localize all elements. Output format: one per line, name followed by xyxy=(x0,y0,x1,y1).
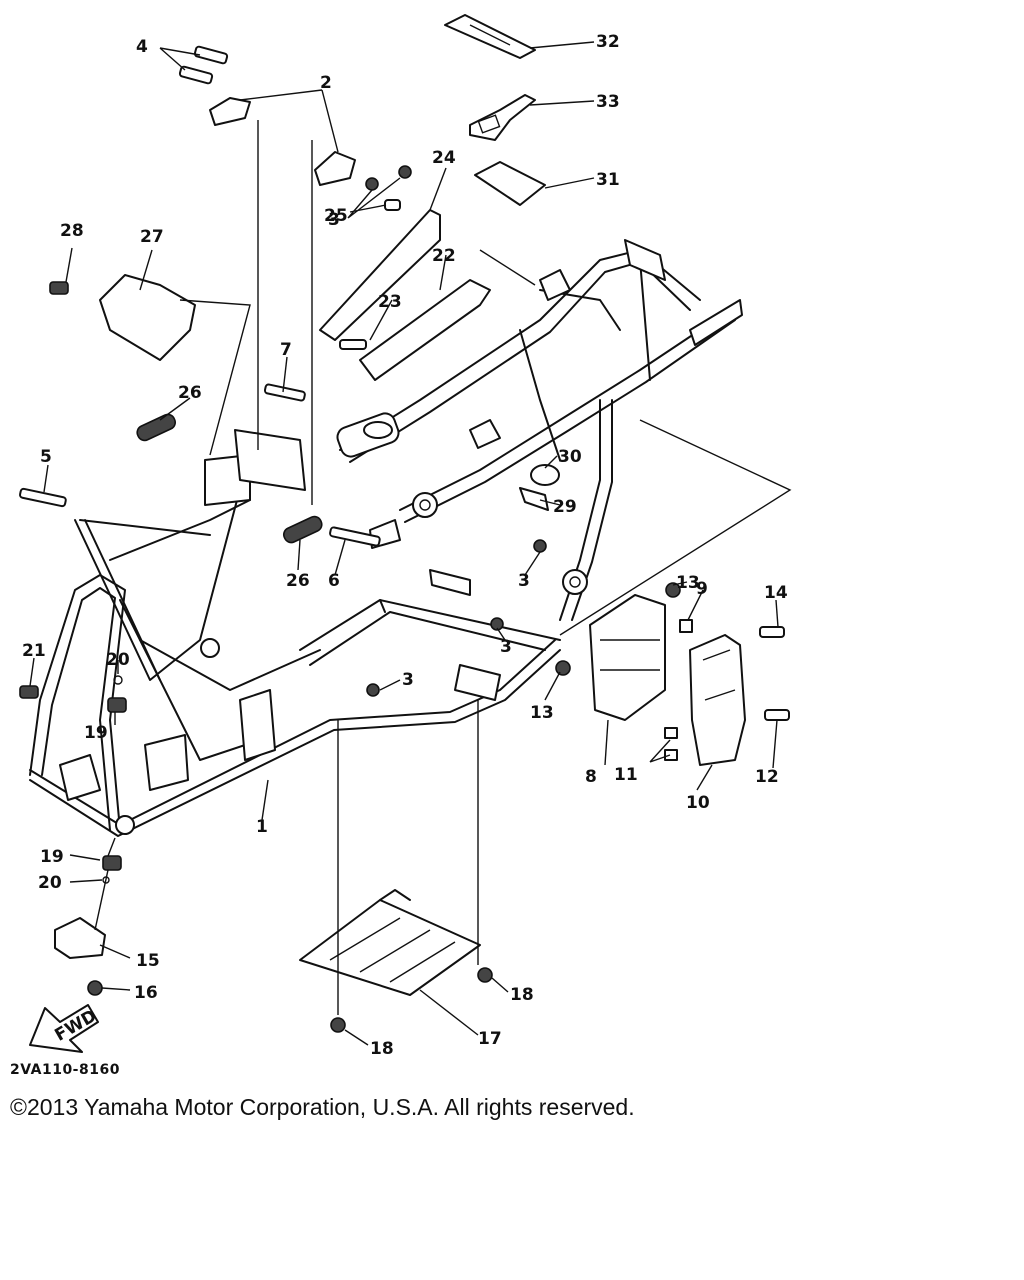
callout-16: 16 xyxy=(134,983,158,1003)
callout-9: 9 xyxy=(696,579,708,599)
callout-6: 6 xyxy=(328,571,340,591)
callout-19: 19 xyxy=(40,847,64,867)
callout-3: 3 xyxy=(500,637,512,657)
callout-14: 14 xyxy=(764,583,788,603)
callout-20: 20 xyxy=(106,650,130,670)
callout-33: 33 xyxy=(596,92,620,112)
callout-18: 18 xyxy=(370,1039,394,1059)
callout-4: 4 xyxy=(136,37,148,57)
callout-15: 15 xyxy=(136,951,160,971)
callout-30: 30 xyxy=(558,447,582,467)
callout-19: 19 xyxy=(84,723,108,743)
fwd-arrow: FWD xyxy=(29,1004,100,1053)
callout-11: 11 xyxy=(614,765,638,785)
callout-26: 26 xyxy=(286,571,310,591)
callout-29: 29 xyxy=(553,497,577,517)
callout-7: 7 xyxy=(280,340,292,360)
callout-25: 25 xyxy=(324,206,348,226)
callout-24: 24 xyxy=(432,148,456,168)
leader-lines xyxy=(29,41,792,1046)
callout-22: 22 xyxy=(432,246,456,266)
callout-32: 32 xyxy=(596,32,620,52)
callout-3: 3 xyxy=(518,571,530,591)
callout-23: 23 xyxy=(378,292,402,312)
frame-exploded-diagram: FWD 4 2 3 32 33 31 24 25 22 23 28 27 7 2… xyxy=(19,14,792,1059)
callout-17: 17 xyxy=(478,1029,502,1049)
callout-labels: 4 2 3 32 33 31 24 25 22 23 28 27 7 26 5 … xyxy=(22,32,788,1059)
callout-5: 5 xyxy=(40,447,52,467)
callout-31: 31 xyxy=(596,170,620,190)
callout-10: 10 xyxy=(686,793,710,813)
callout-21: 21 xyxy=(22,641,46,661)
callout-2: 2 xyxy=(320,73,332,93)
callout-20: 20 xyxy=(38,873,62,893)
callout-3: 3 xyxy=(328,210,340,230)
callout-8: 8 xyxy=(585,767,597,787)
parts xyxy=(19,14,790,1033)
callout-13: 13 xyxy=(676,573,700,593)
callout-12: 12 xyxy=(755,767,779,787)
callout-13: 13 xyxy=(530,703,554,723)
callout-26: 26 xyxy=(178,383,202,403)
callout-27: 27 xyxy=(140,227,164,247)
callout-3: 3 xyxy=(402,670,414,690)
callout-18: 18 xyxy=(510,985,534,1005)
callout-28: 28 xyxy=(60,221,84,241)
copyright-notice: ©2013 Yamaha Motor Corporation, U.S.A. A… xyxy=(10,1094,635,1120)
drawing-code: 2VA110-8160 xyxy=(10,1062,120,1078)
callout-1: 1 xyxy=(256,817,268,837)
main-frame xyxy=(29,239,743,837)
